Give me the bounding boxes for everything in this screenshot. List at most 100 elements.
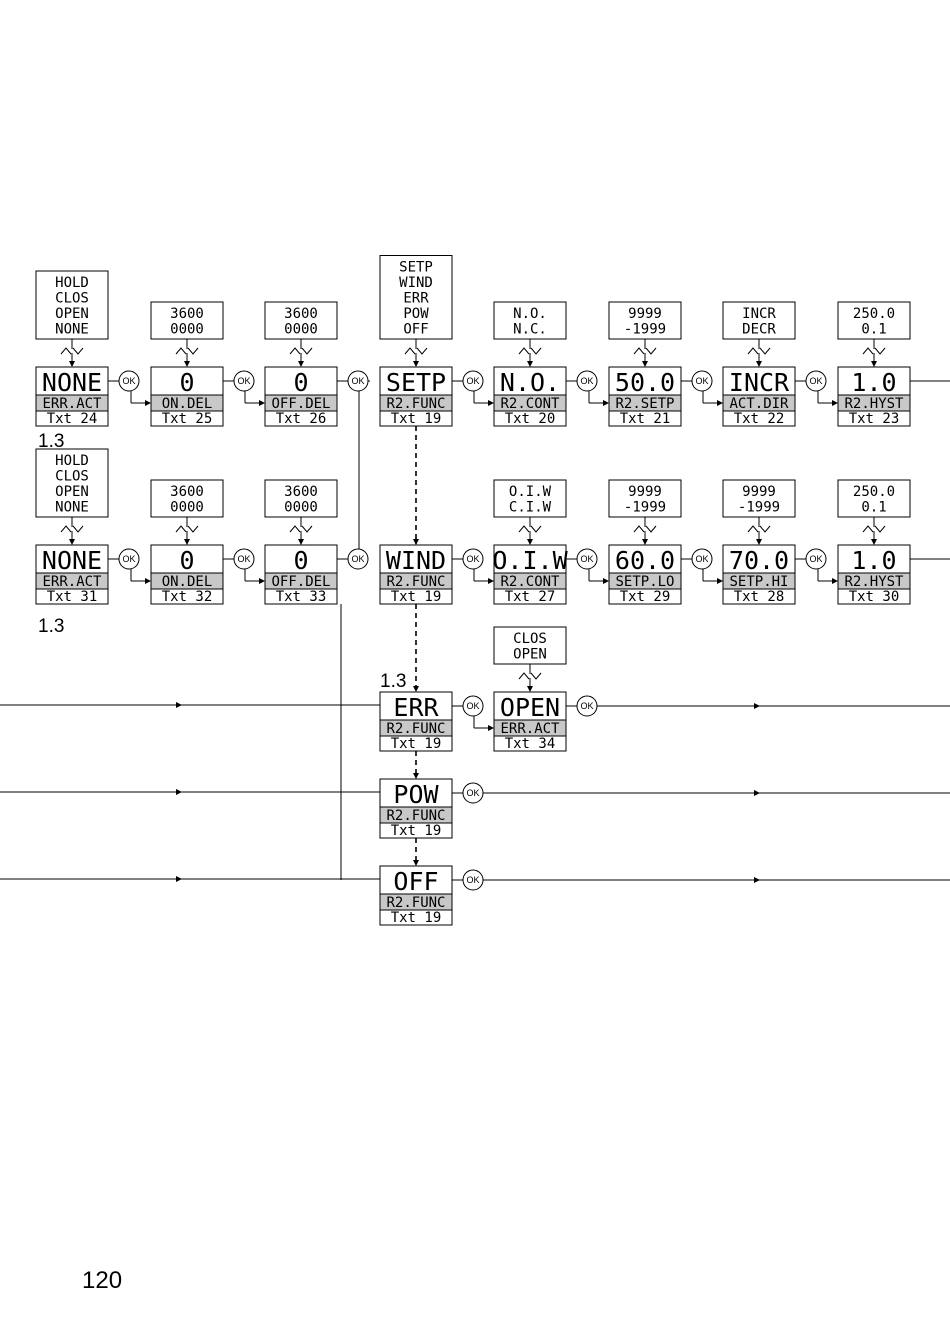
ok-button[interactable]: OK	[576, 370, 598, 392]
ok-button[interactable]: OK	[347, 370, 369, 392]
option-item: POW	[403, 306, 429, 322]
up-arrow-icon	[60, 525, 72, 533]
up-down-arrows-icon[interactable]	[404, 347, 428, 355]
up-down-arrows-icon[interactable]	[633, 525, 657, 533]
option-list-frame	[35, 448, 109, 518]
section-label-1: 1.3	[38, 431, 64, 452]
up-down-arrows-icon[interactable]	[862, 525, 886, 533]
ok-button[interactable]: OK	[576, 548, 598, 570]
up-down-arrows-icon[interactable]	[60, 347, 84, 355]
ok-button[interactable]: OK	[462, 370, 484, 392]
option-item: ERR	[403, 291, 429, 307]
node-param-name: R2.FUNC	[386, 895, 445, 911]
ok-button[interactable]: OK	[691, 548, 713, 570]
ok-button[interactable]: OK	[462, 695, 484, 717]
ok-button[interactable]: OK	[805, 548, 827, 570]
ok-button[interactable]: OK	[233, 548, 255, 570]
up-arrow-icon	[518, 525, 530, 533]
down-arrow-icon	[530, 672, 542, 680]
up-down-arrows-icon[interactable]	[60, 525, 84, 533]
option-item: 0000	[170, 500, 204, 516]
ok-button[interactable]: OK	[347, 548, 369, 570]
node-param-name: R2.HYST	[844, 396, 904, 412]
arrow-down-icon	[527, 361, 533, 367]
ok-button[interactable]: OK	[462, 548, 484, 570]
option-item: INCR	[742, 306, 776, 322]
up-down-arrows-icon[interactable]	[747, 347, 771, 355]
up-down-arrows-icon[interactable]	[747, 525, 771, 533]
down-arrow-icon	[301, 347, 313, 355]
arrow-right-icon	[717, 400, 723, 406]
node-text-ref: Txt 23	[849, 411, 900, 427]
option-item: 0.1	[861, 322, 886, 338]
ok-button[interactable]: OK	[118, 370, 140, 392]
up-down-arrows-icon[interactable]	[518, 347, 542, 355]
ok-button[interactable]: OK	[576, 695, 598, 717]
ok-button-circle	[576, 695, 598, 717]
ok-button[interactable]: OK	[691, 370, 713, 392]
page-number: 120	[82, 1267, 122, 1294]
up-arrow-icon	[175, 347, 187, 355]
arrow-down-icon	[756, 361, 762, 367]
node-value: 1.0	[851, 546, 896, 575]
option-list-frame	[150, 479, 224, 518]
option-item: 3600	[284, 306, 318, 322]
arrow-right-icon	[832, 578, 838, 584]
node-text-ref: Txt 33	[276, 589, 327, 605]
arrow-down-icon	[642, 361, 648, 367]
up-down-arrows-icon[interactable]	[289, 347, 313, 355]
option-item: 250.0	[853, 484, 895, 500]
ok-label: OK	[466, 875, 479, 885]
arrow-down-icon	[527, 539, 533, 545]
ok-button[interactable]: OK	[118, 548, 140, 570]
ok-button[interactable]: OK	[462, 782, 484, 804]
ok-button[interactable]: OK	[462, 869, 484, 891]
up-down-arrows-icon[interactable]	[175, 525, 199, 533]
node-param-name: OFF.DEL	[271, 574, 330, 590]
node-param-name: R2.FUNC	[386, 574, 445, 590]
up-down-arrows-icon[interactable]	[633, 347, 657, 355]
ok-label: OK	[580, 554, 593, 564]
option-item: NONE	[55, 322, 89, 338]
down-arrow-icon	[874, 525, 886, 533]
node-text-ref: Txt 19	[391, 411, 442, 427]
node-value: NONE	[42, 546, 102, 575]
node-value: 0	[179, 368, 194, 397]
ok-button[interactable]: OK	[805, 370, 827, 392]
up-down-arrows-icon[interactable]	[175, 347, 199, 355]
arrow-right-icon	[176, 789, 182, 795]
up-down-arrows-icon[interactable]	[289, 525, 313, 533]
option-item: N.O.	[513, 306, 547, 322]
option-item: -1999	[624, 322, 666, 338]
option-list: 250.00.1	[837, 301, 911, 340]
option-list-frame	[35, 270, 109, 340]
ok-button[interactable]: OK	[233, 370, 255, 392]
node-text-ref: Txt 19	[391, 589, 442, 605]
arrow-down-icon	[871, 539, 877, 545]
up-down-arrows-icon[interactable]	[518, 672, 542, 680]
up-down-arrows-icon[interactable]	[862, 347, 886, 355]
up-down-arrows-icon[interactable]	[518, 525, 542, 533]
ok-button-circle	[233, 370, 255, 392]
